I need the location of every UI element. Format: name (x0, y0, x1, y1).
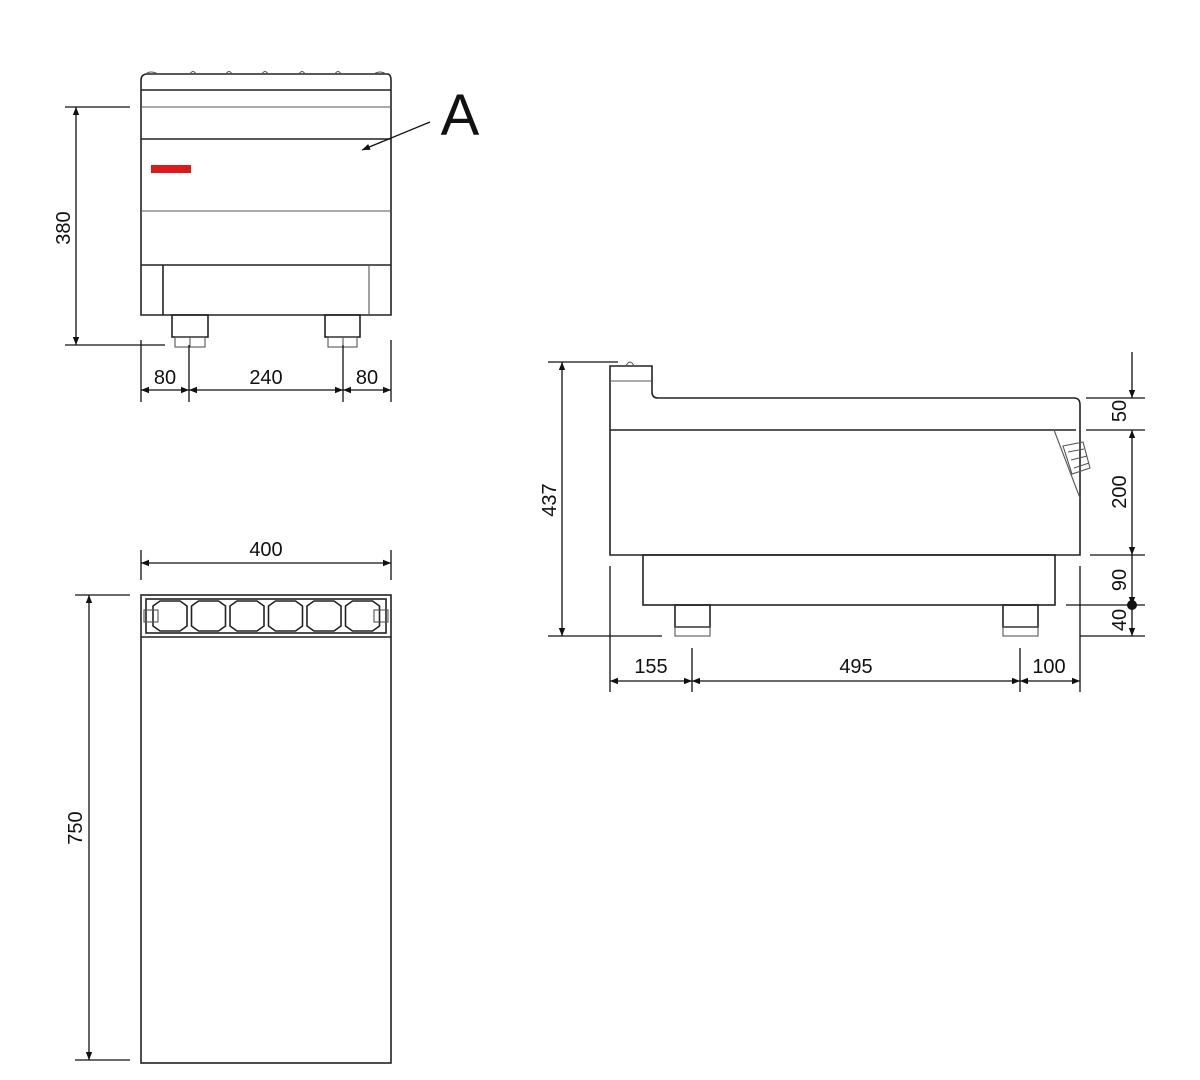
dim-right-offset: 80 (356, 367, 378, 389)
dim-left-offset: 80 (154, 367, 176, 389)
knob-tops (145, 70, 387, 75)
dim-leg-spacing: 240 (249, 367, 282, 389)
datum-dot (1127, 600, 1137, 610)
dim-foot-height: 40 (1109, 609, 1131, 631)
callout-label: A (441, 83, 480, 148)
side-view: 437 155 495 100 50 200 90 40 (539, 352, 1145, 692)
burner-row (152, 600, 381, 632)
burner-octagon (344, 600, 381, 632)
control-knob (1062, 441, 1091, 475)
dim-width: 400 (249, 539, 282, 561)
dim-depth: 750 (65, 811, 87, 844)
dim-base-height: 90 (1109, 569, 1131, 591)
dim-rear-offset: 100 (1032, 656, 1065, 678)
burner-octagon (152, 600, 188, 632)
burner-octagon (229, 600, 265, 632)
burner-octagon (190, 600, 227, 632)
feet (171, 314, 361, 348)
callout-arrow (361, 121, 431, 151)
front-view: A 380 80 240 80 (53, 70, 480, 402)
dim-total-height: 437 (539, 483, 561, 516)
dim-front-height: 380 (53, 211, 75, 244)
top-view: 400 750 (65, 539, 392, 1064)
dim-front-offset: 155 (634, 656, 667, 678)
dim-body-height: 200 (1109, 475, 1131, 508)
burner-octagon (267, 600, 304, 632)
burner-octagon (306, 600, 342, 632)
dim-side-leg-spacing: 495 (839, 656, 872, 678)
brand-logo (151, 165, 191, 173)
dim-top-height: 50 (1109, 400, 1131, 422)
